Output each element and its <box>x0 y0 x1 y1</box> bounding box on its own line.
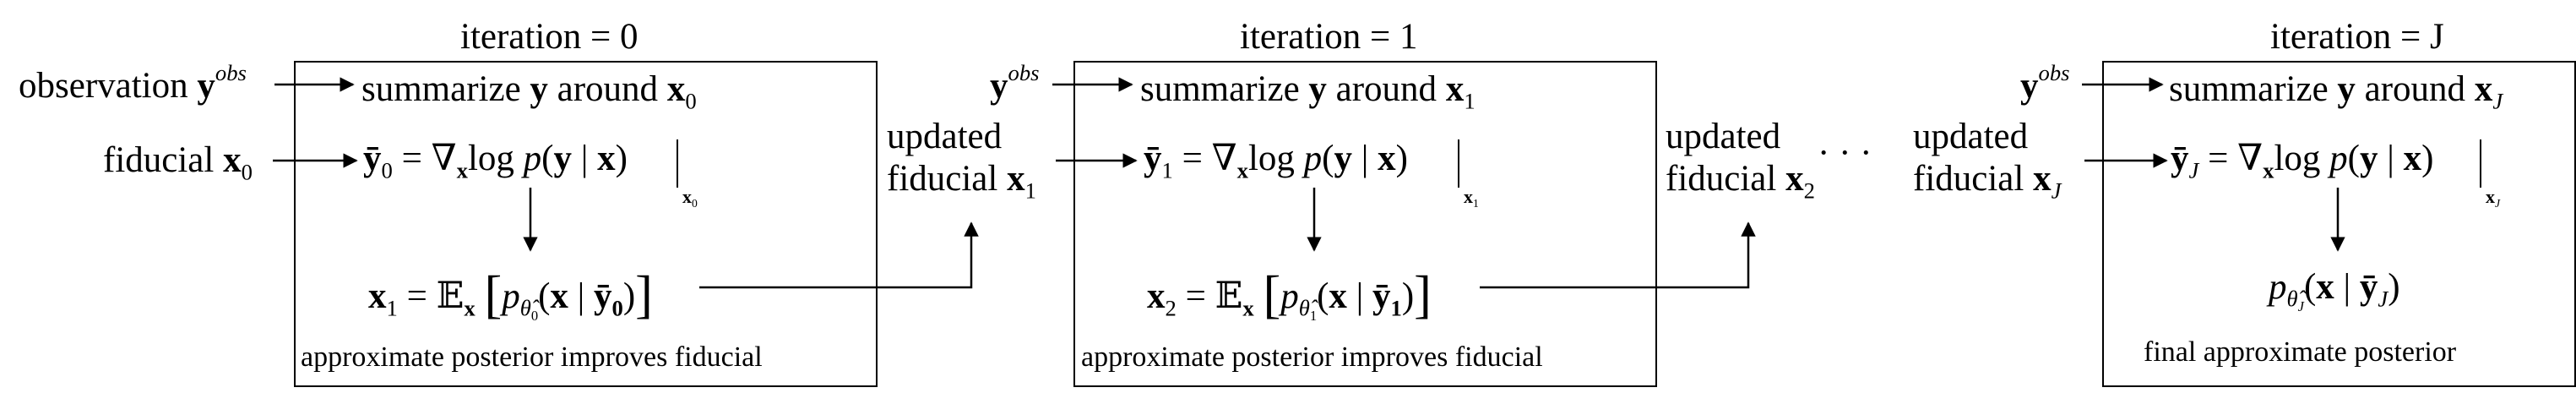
gradient-J: ȳJ = ∇xlog p(y | x) <box>2171 139 2434 183</box>
update-arrow-0 <box>699 221 979 289</box>
fiducial-input-label: fiducial x0 <box>103 140 253 185</box>
gradient-eval-J: xJ <box>2486 186 2501 210</box>
observation-input-label: observation yobs <box>19 60 247 106</box>
iteration-J-footer: final approximate posterior <box>2144 336 2457 368</box>
posterior-J: pθ̂J(x | ȳJ) <box>2269 267 2400 315</box>
summary-J: summarize y around xJ <box>2169 69 2503 114</box>
obs-label-J: yobs <box>2020 60 2070 106</box>
gradient-0: ȳ0 = ∇xlog p(y | x) <box>363 139 628 183</box>
update-1: x2 = 𝔼x [pθ̂1(x | ȳ1)] <box>1147 265 1432 325</box>
updated-label-J: updated <box>1913 117 2029 156</box>
summary-1: summarize y around x1 <box>1140 69 1475 114</box>
gradient-eval-1: x1 <box>1464 186 1479 210</box>
iteration-0-box <box>294 61 878 387</box>
iteration-1-footer: approximate posterior improves fiducial <box>1081 341 1543 373</box>
iteration-0-footer: approximate posterior improves fiducial <box>301 341 763 373</box>
gradient-1: ȳ1 = ∇xlog p(y | x) <box>1144 139 1408 183</box>
summary-0: summarize y around x0 <box>361 69 697 114</box>
iteration-J-header: iteration = J <box>2270 17 2444 57</box>
updated-fiducial-1: fiducial x1 <box>887 159 1036 204</box>
iteration-1-box <box>1073 61 1657 387</box>
iteration-J-box <box>2102 61 2576 387</box>
update-0: x1 = 𝔼x [pθ̂0(x | ȳ0)] <box>368 265 653 325</box>
updated-label-2: updated <box>1666 117 1781 156</box>
gradient-eval-0: x0 <box>682 186 698 210</box>
ellipsis: · · · <box>1818 134 1872 173</box>
iteration-1-header: iteration = 1 <box>1240 17 1418 57</box>
update-arrow-1 <box>1480 221 1756 289</box>
updated-fiducial-2: fiducial x2 <box>1666 159 1815 204</box>
updated-label-1: updated <box>887 117 1003 156</box>
iteration-0-header: iteration = 0 <box>460 17 639 57</box>
obs-label-1: yobs <box>990 60 1040 106</box>
updated-fiducial-J: fiducial xJ <box>1913 159 2062 204</box>
